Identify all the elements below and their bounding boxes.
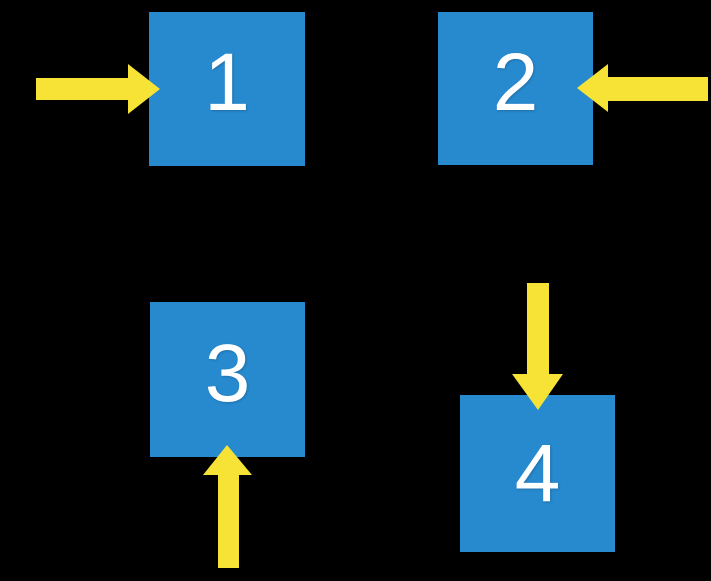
square-4-label: 4	[514, 427, 561, 519]
square-3-label: 3	[204, 327, 251, 419]
arrow-down-icon	[512, 283, 563, 410]
square-2-label: 2	[492, 36, 539, 128]
square-1: 1	[149, 12, 305, 166]
arrow-left-icon	[577, 64, 708, 112]
square-4: 4	[460, 395, 615, 552]
arrow-up-icon	[203, 445, 252, 568]
square-3: 3	[150, 302, 305, 457]
square-1-label: 1	[204, 37, 250, 128]
square-2: 2	[438, 12, 593, 165]
arrow-right-icon	[36, 64, 160, 114]
